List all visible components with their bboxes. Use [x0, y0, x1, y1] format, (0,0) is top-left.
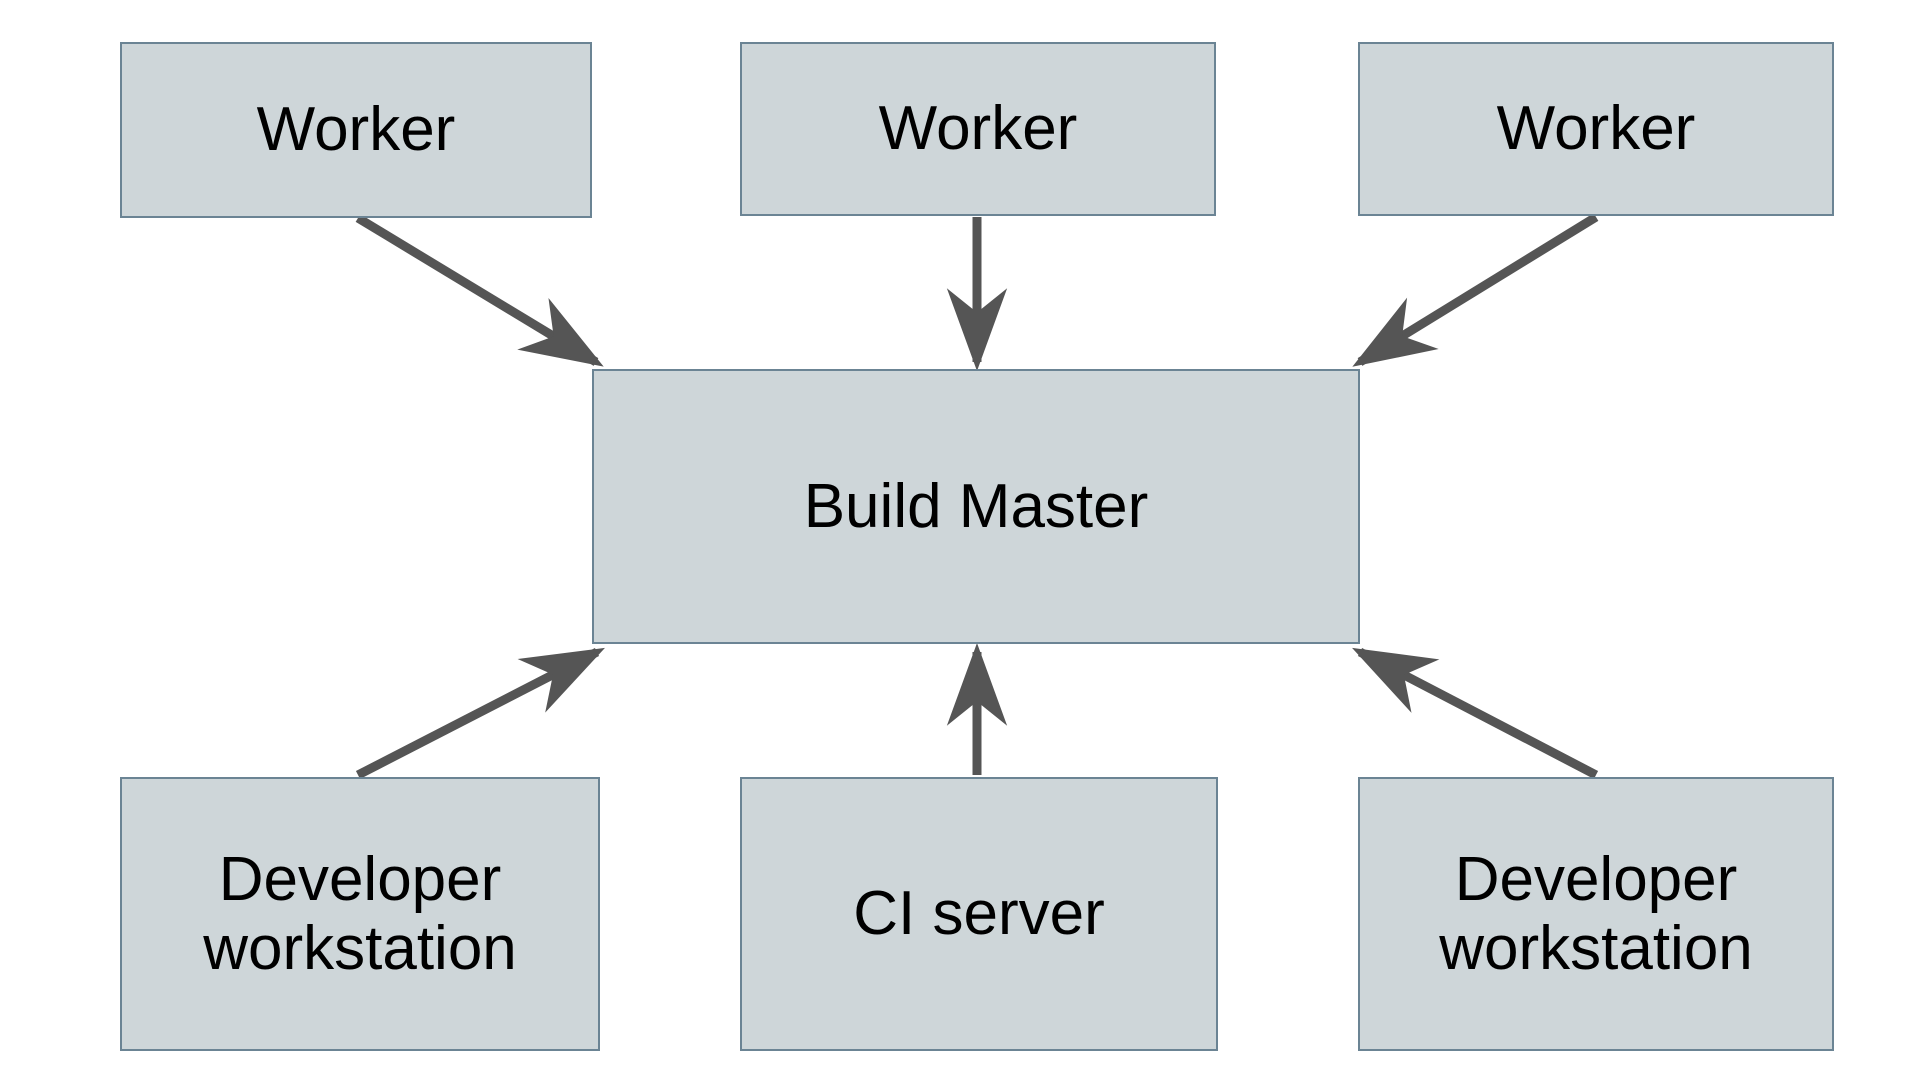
node-worker-right[interactable]: Worker: [1358, 42, 1834, 216]
node-worker-left[interactable]: Worker: [120, 42, 592, 218]
node-worker-center[interactable]: Worker: [740, 42, 1216, 216]
node-label: Developer workstation: [1439, 844, 1753, 983]
node-developer-workstation-right[interactable]: Developer workstation: [1358, 777, 1834, 1051]
edge-worker-left-to-master: [355, 214, 604, 367]
edge-dev-right-to-master: [1352, 647, 1599, 779]
edge-worker-right-to-master: [1352, 213, 1599, 367]
node-label: Worker: [256, 95, 456, 165]
node-label: Build Master: [803, 471, 1149, 541]
node-label: Developer workstation: [203, 844, 517, 983]
node-ci-server[interactable]: CI server: [740, 777, 1218, 1051]
edge-dev-left-to-master: [355, 647, 606, 780]
node-label: Worker: [878, 94, 1078, 164]
node-developer-workstation-left[interactable]: Developer workstation: [120, 777, 600, 1051]
node-build-master[interactable]: Build Master: [592, 369, 1360, 644]
node-label: CI server: [853, 879, 1105, 949]
node-label: Worker: [1496, 94, 1696, 164]
